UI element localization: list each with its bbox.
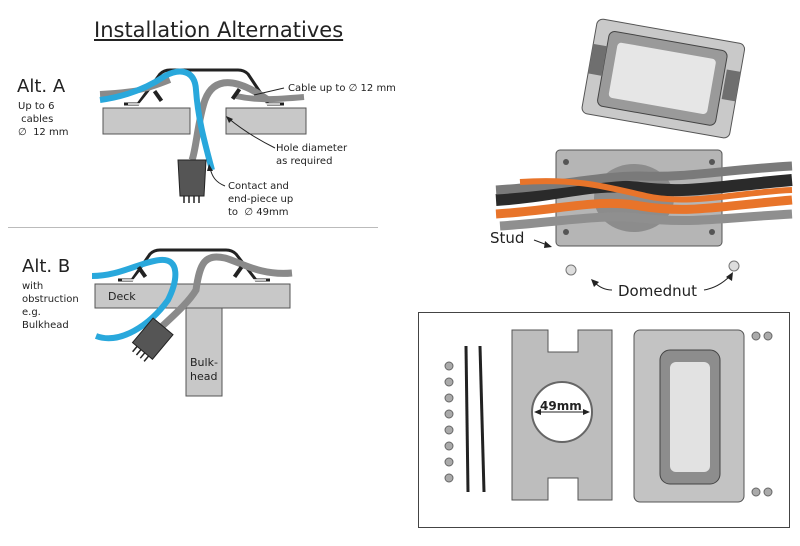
alt-b-diagram xyxy=(91,248,293,397)
alt-a-deck xyxy=(102,107,191,135)
contact-line: Contact and xyxy=(228,181,289,192)
dimension-label: 49mm xyxy=(540,399,582,413)
alt-a-deck-right xyxy=(225,107,307,135)
alt-a-subtext: Up to 6 cables ∅ 12 mm xyxy=(18,100,68,139)
hole-diameter-line: as required xyxy=(276,156,333,167)
alt-a-sub-line: Up to 6 xyxy=(18,101,55,112)
alt-a-diagram xyxy=(99,68,307,203)
alt-a-heading: Alt. A xyxy=(17,76,66,97)
section-divider xyxy=(8,227,378,228)
alt-a-gray-cable-down xyxy=(188,79,271,162)
contact-line: end-piece up xyxy=(228,194,294,205)
alt-a-gland-cover xyxy=(124,68,284,106)
alt-b-blue-cable xyxy=(91,256,179,342)
bulkhead-line: Bulk- xyxy=(190,356,218,369)
domednut-label: Domednut xyxy=(618,282,697,300)
deck-label: Deck xyxy=(108,290,136,303)
alt-b-gland-cover xyxy=(118,248,270,282)
alt-b-sub-line: e.g. xyxy=(22,307,41,318)
alt-a-sub-line: ∅ 12 mm xyxy=(18,127,69,138)
stud-label: Stud xyxy=(490,229,525,247)
alt-b-gray-cable xyxy=(155,253,293,333)
gland-assembly-photo xyxy=(495,18,793,291)
page-title: Installation Alternatives xyxy=(94,18,344,42)
alt-a-blue-cable xyxy=(99,68,215,171)
alt-b-connector xyxy=(131,317,174,362)
alt-b-sub-line: Bulkhead xyxy=(22,320,69,331)
alt-b-subtext: with obstruction e.g. Bulkhead xyxy=(22,280,79,332)
hole-diameter-line: Hole diameter xyxy=(276,143,348,154)
bulkhead-line: head xyxy=(190,370,218,383)
alt-a-gray-cable-right xyxy=(235,93,305,103)
contact-label: Contact and end-piece up to ∅ 49mm xyxy=(228,180,293,219)
cable-size-label: Cable up to ∅ 12 mm xyxy=(288,83,396,94)
alt-b-sub-line: with xyxy=(22,281,44,292)
hole-diameter-label: Hole diameter as required xyxy=(276,142,347,168)
parts-photo xyxy=(444,329,773,503)
alt-b-deck xyxy=(94,283,291,397)
contact-line: to ∅ 49mm xyxy=(228,207,289,218)
alt-a-sub-line: cables xyxy=(18,114,54,125)
alt-a-connector xyxy=(177,159,207,197)
alt-b-sub-line: obstruction xyxy=(22,294,79,305)
bulkhead-label: Bulk- head xyxy=(190,356,218,384)
alt-b-heading: Alt. B xyxy=(22,256,71,277)
